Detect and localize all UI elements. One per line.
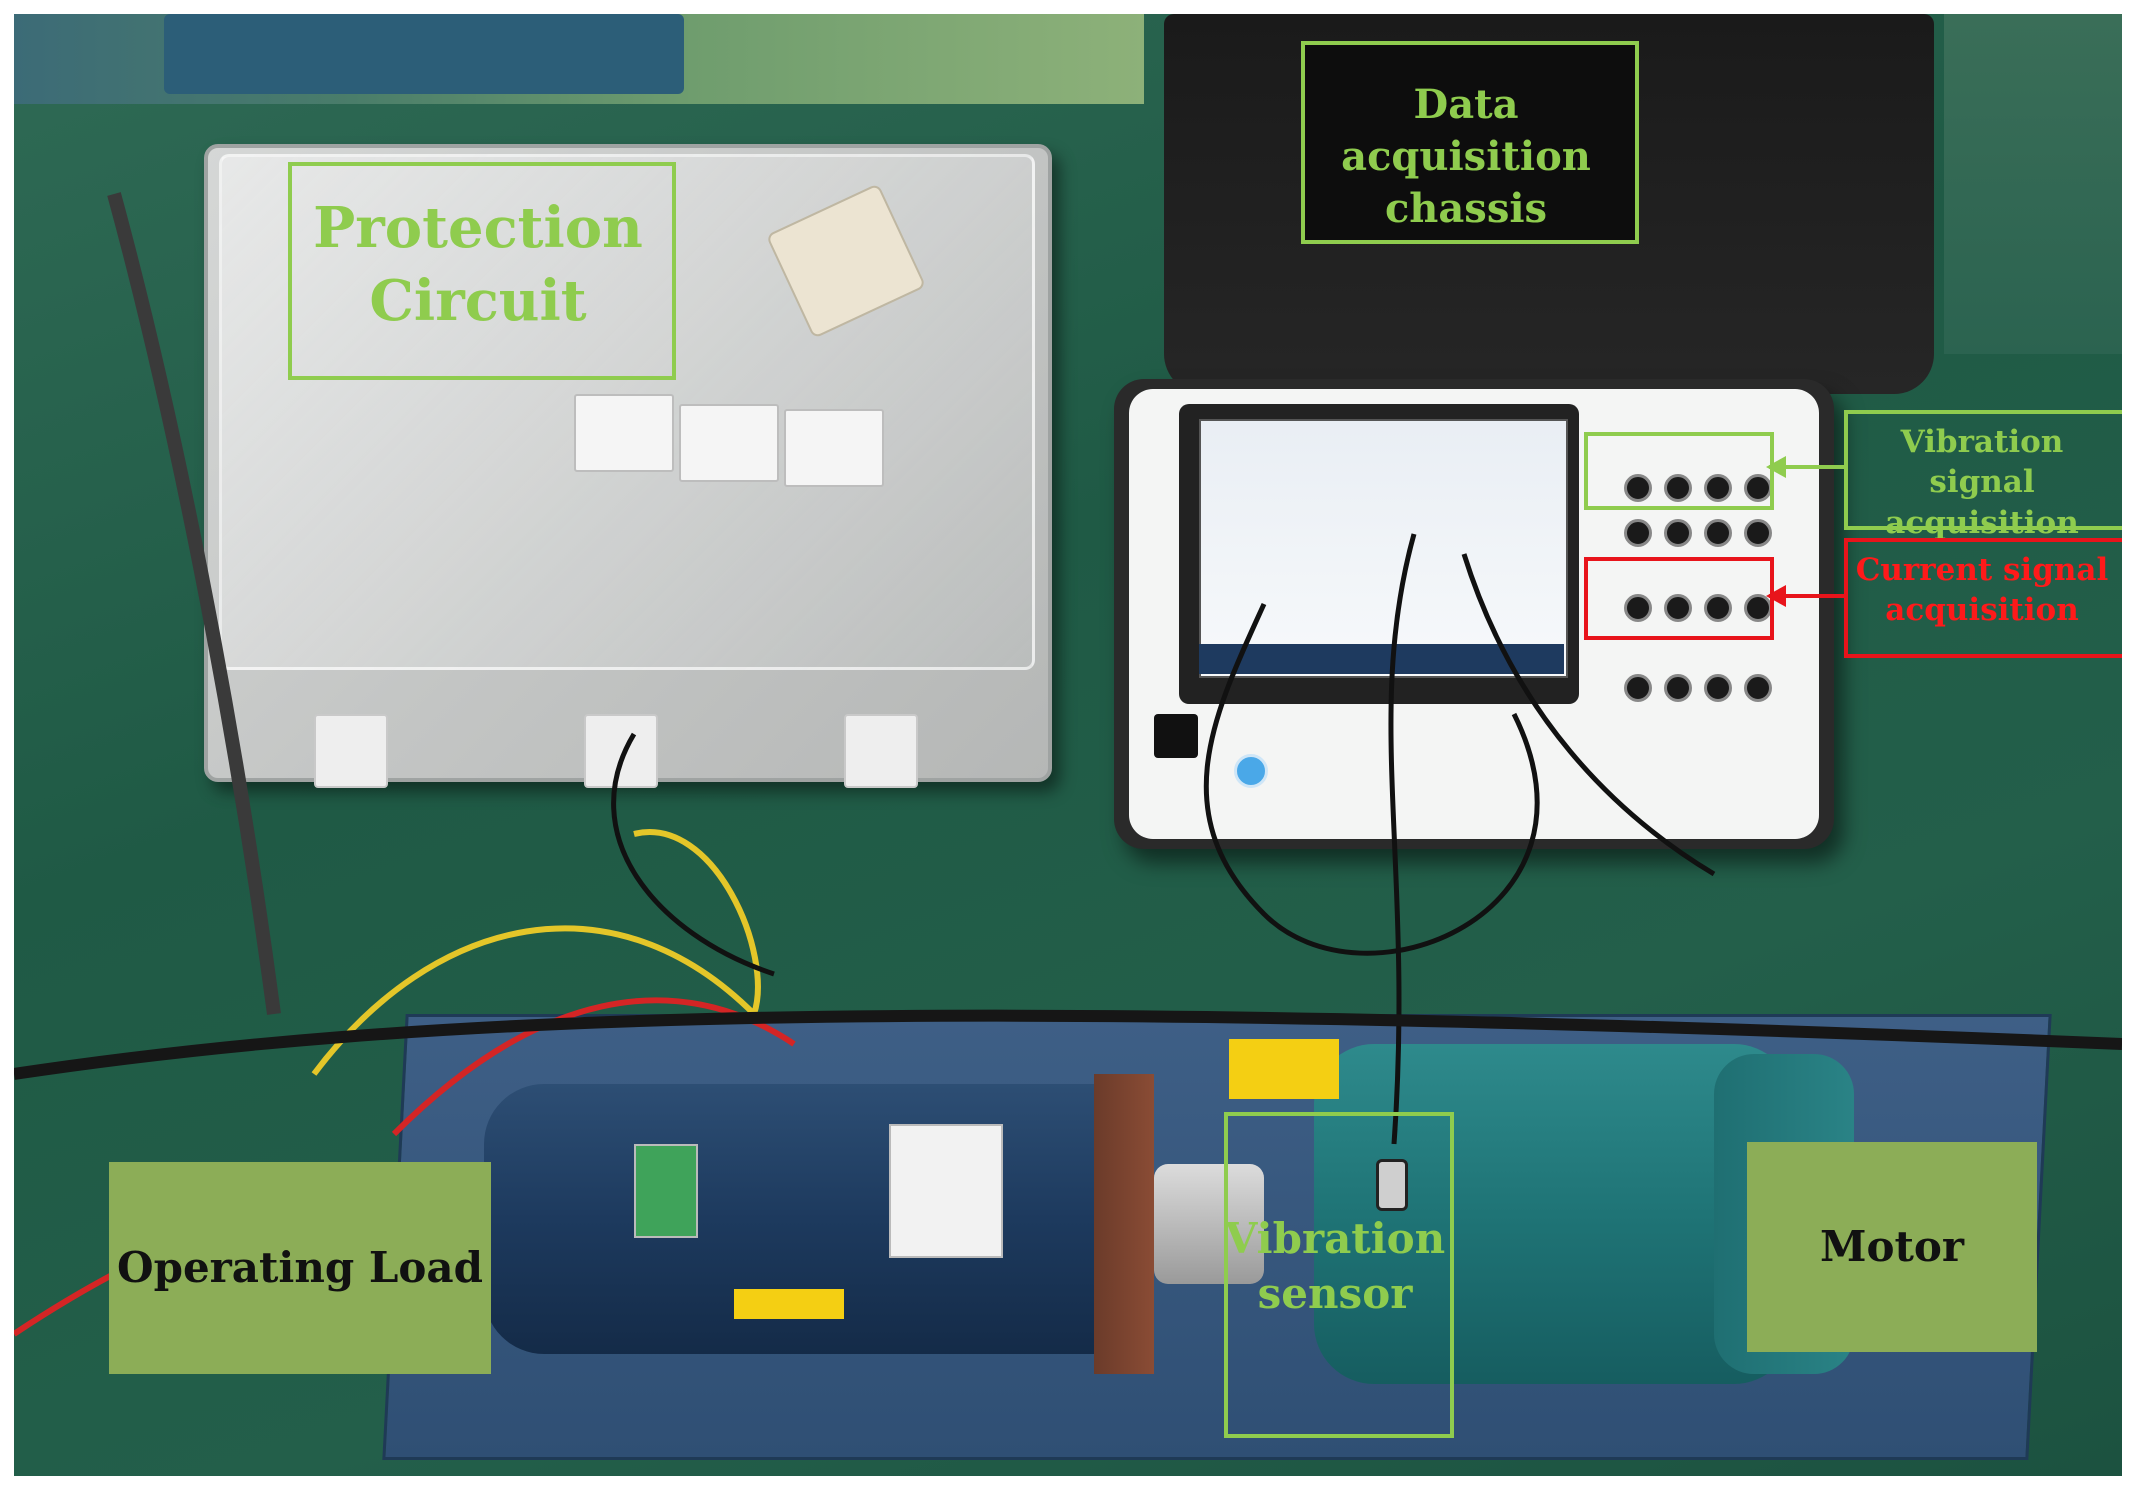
current-acquisition-highlight <box>1584 557 1774 640</box>
vibration-sensor-outline <box>1224 1112 1454 1438</box>
vibration-arrow-line <box>1769 465 1844 469</box>
protection-circuit-box-outline <box>288 162 676 380</box>
box-latch <box>844 714 918 788</box>
connector-knob <box>1624 674 1652 702</box>
connector-knob <box>1624 594 1652 622</box>
blue-equipment-block <box>164 14 684 94</box>
vibration-sensor-label: Vibration sensor <box>1224 1214 1446 1318</box>
data-acquisition-label: Data acquisition chassis <box>1341 81 1591 232</box>
data-acquisition-label-box <box>1301 41 1639 244</box>
load-flange <box>1094 1074 1154 1374</box>
current-arrow-line <box>1769 594 1844 598</box>
connector-knob <box>1664 474 1692 502</box>
green-sticker <box>634 1144 698 1238</box>
vibration-sensor-device <box>1376 1159 1408 1211</box>
connector-knob <box>1744 674 1772 702</box>
connector-knob <box>1704 674 1732 702</box>
connector-knob <box>1704 474 1732 502</box>
motor-label: Motor <box>1819 1221 1965 1271</box>
box-latch <box>584 714 658 788</box>
connector-knob <box>1664 594 1692 622</box>
vibration-acquisition-label-box <box>1844 410 2122 530</box>
yellow-warning-sticker <box>734 1289 844 1319</box>
motor-tile: Motor <box>1747 1142 2037 1352</box>
current-acquisition-label-box <box>1844 538 2122 658</box>
connector-knob <box>1704 594 1732 622</box>
connector-knob <box>1624 519 1652 547</box>
nameplate-sticker <box>889 1124 1003 1258</box>
box-latch <box>314 714 388 788</box>
connector-knob <box>1664 674 1692 702</box>
power-socket <box>1154 714 1198 758</box>
yellow-label-plate <box>1229 1039 1339 1099</box>
vibration-acquisition-label: Vibration signal acquisition <box>1885 424 2079 541</box>
vibration-arrow-head-icon <box>1766 456 1786 478</box>
background-right-strip <box>1944 14 2122 354</box>
protection-circuit-box <box>204 144 1052 782</box>
current-acquisition-label: Current signal acquisition <box>1855 552 2109 629</box>
connector-knob <box>1624 474 1652 502</box>
vibration-acquisition-highlight <box>1584 432 1774 510</box>
protection-circuit-label: Protection Circuit <box>313 195 643 334</box>
operating-load-tile: Operating Load <box>109 1162 491 1374</box>
connector-knob <box>1744 519 1772 547</box>
shaft-coupling <box>1154 1164 1264 1284</box>
power-button-icon <box>1234 754 1268 788</box>
panel-meter <box>574 394 674 472</box>
test-bench-photo: Protection Circuit Data acquisition chas… <box>14 14 2122 1476</box>
operating-load-label: Operating Load <box>116 1242 484 1292</box>
panel-meter <box>679 404 779 482</box>
current-arrow-head-icon <box>1766 585 1786 607</box>
connector-knob <box>1704 519 1732 547</box>
panel-meter <box>784 409 884 487</box>
display-screen <box>1199 419 1568 678</box>
connector-knob <box>1664 519 1692 547</box>
